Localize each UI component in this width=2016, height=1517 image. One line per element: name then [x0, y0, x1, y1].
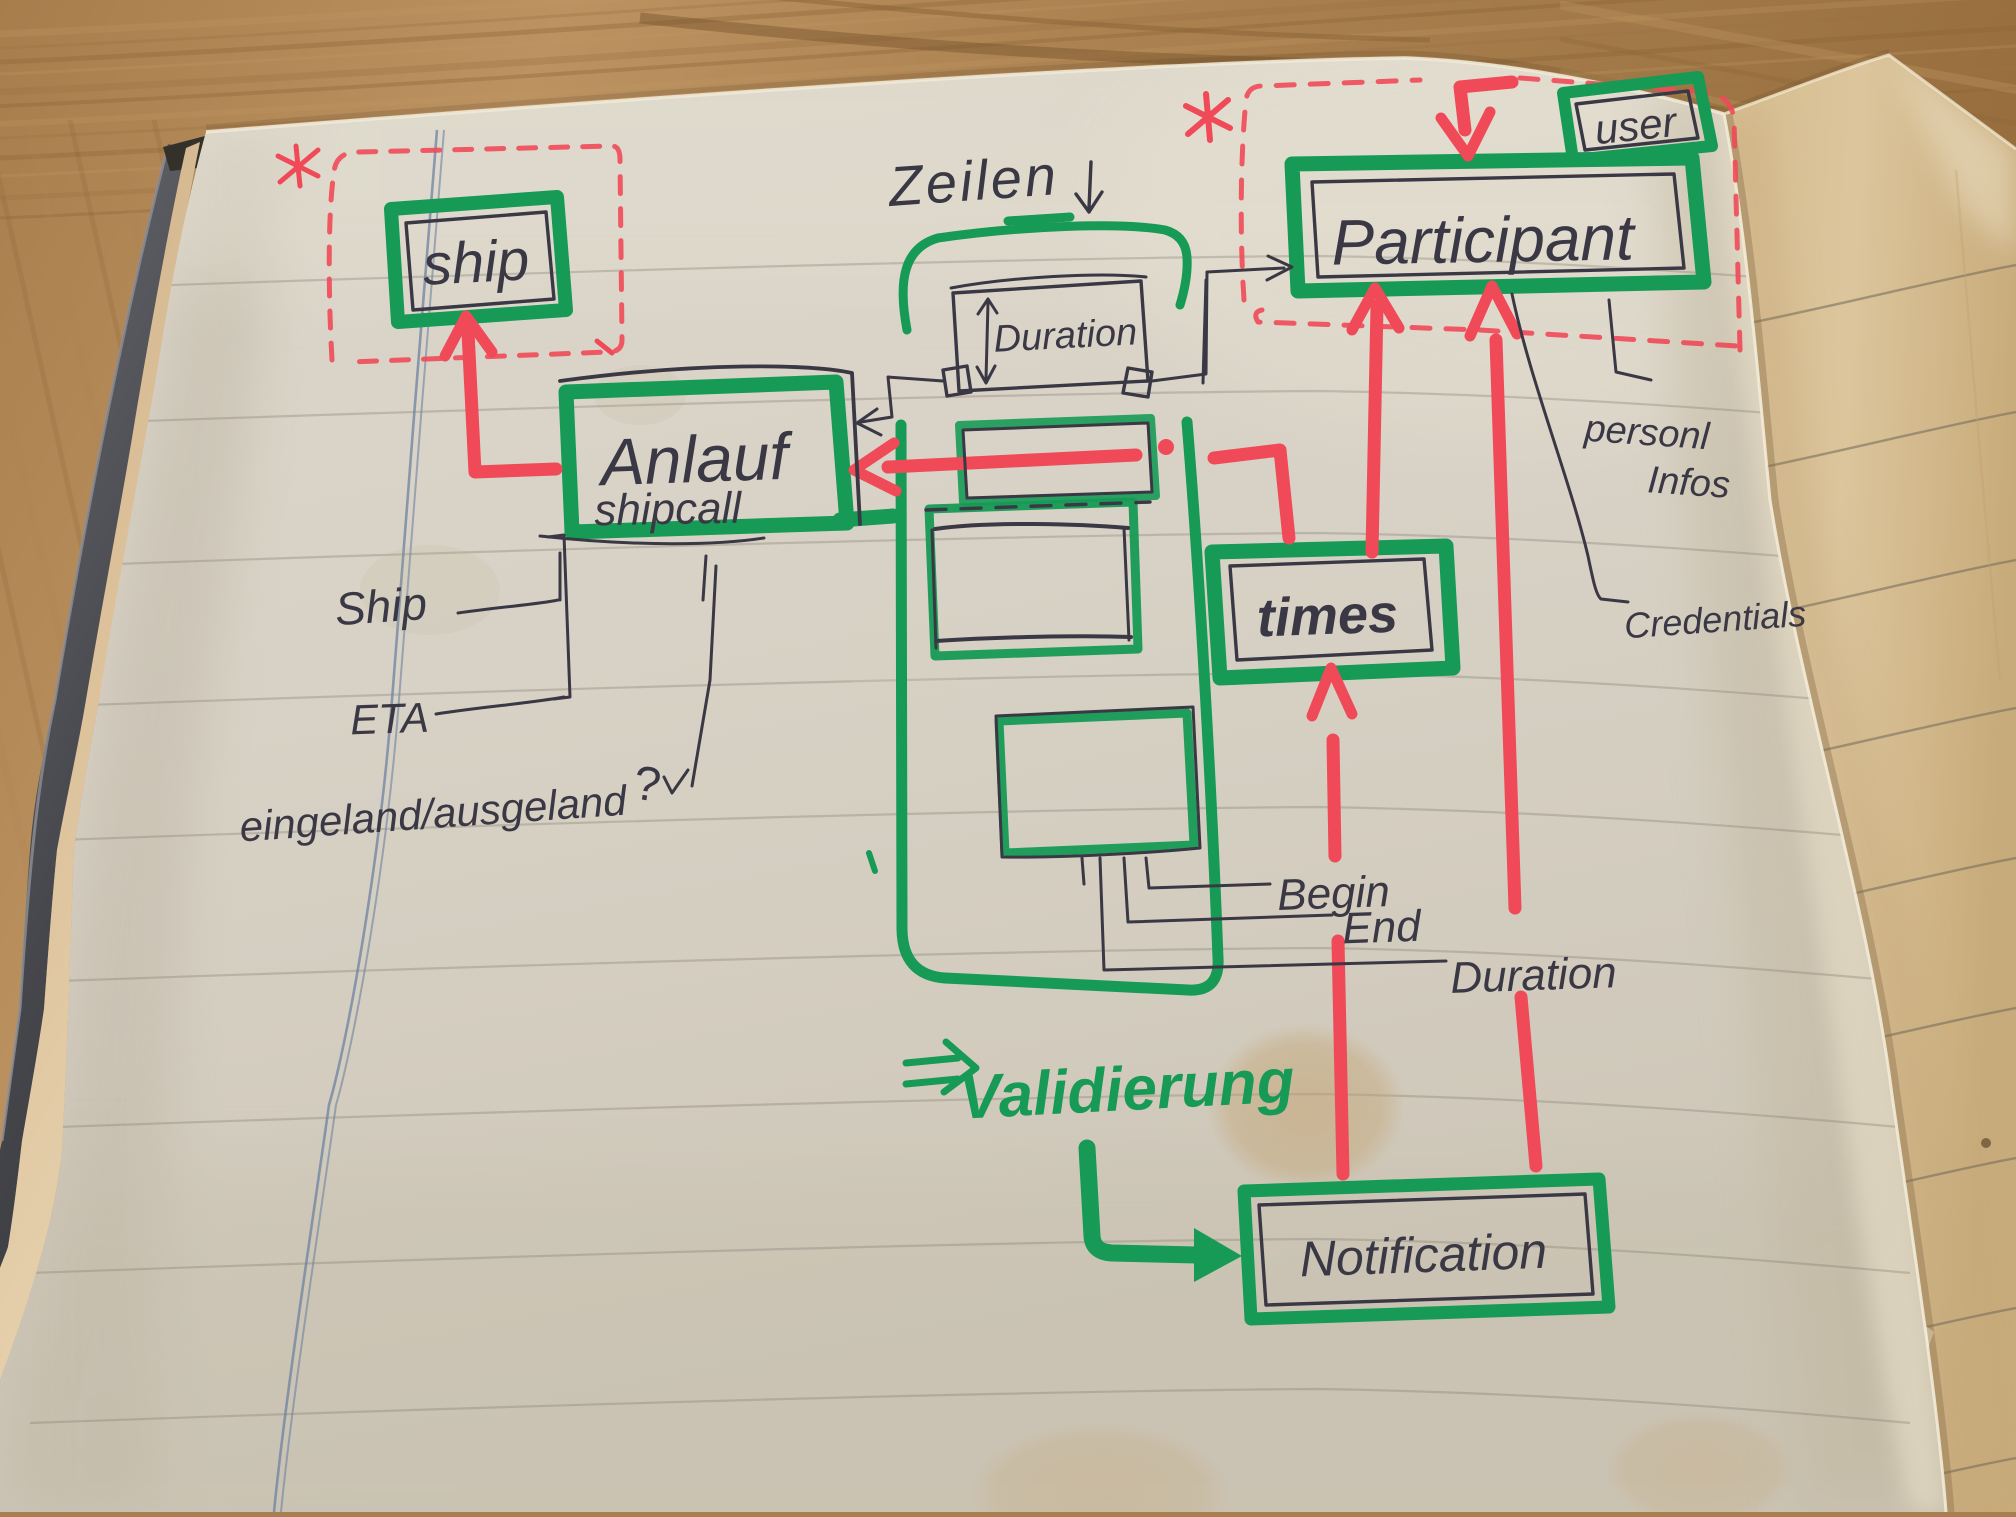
svg-text:Zeilen: Zeilen	[884, 143, 1061, 218]
svg-text:personl: personl	[1582, 408, 1712, 459]
svg-text:user: user	[1592, 98, 1680, 153]
svg-text:ship: ship	[421, 227, 531, 297]
svg-text:ETA: ETA	[349, 694, 429, 744]
svg-text:Notification: Notification	[1299, 1223, 1548, 1288]
svg-text:times: times	[1256, 584, 1399, 649]
svg-text:Participant: Participant	[1331, 201, 1637, 278]
svg-text:Anlauf: Anlauf	[595, 419, 795, 500]
svg-text:Ship: Ship	[333, 577, 428, 635]
svg-text:Begin: Begin	[1276, 867, 1390, 920]
svg-text:Duration: Duration	[993, 311, 1139, 360]
svg-text:Duration: Duration	[1450, 948, 1618, 1003]
svg-text:Infos: Infos	[1646, 459, 1731, 507]
svg-text:shipcall: shipcall	[594, 484, 743, 536]
svg-text:End: End	[1342, 902, 1423, 954]
